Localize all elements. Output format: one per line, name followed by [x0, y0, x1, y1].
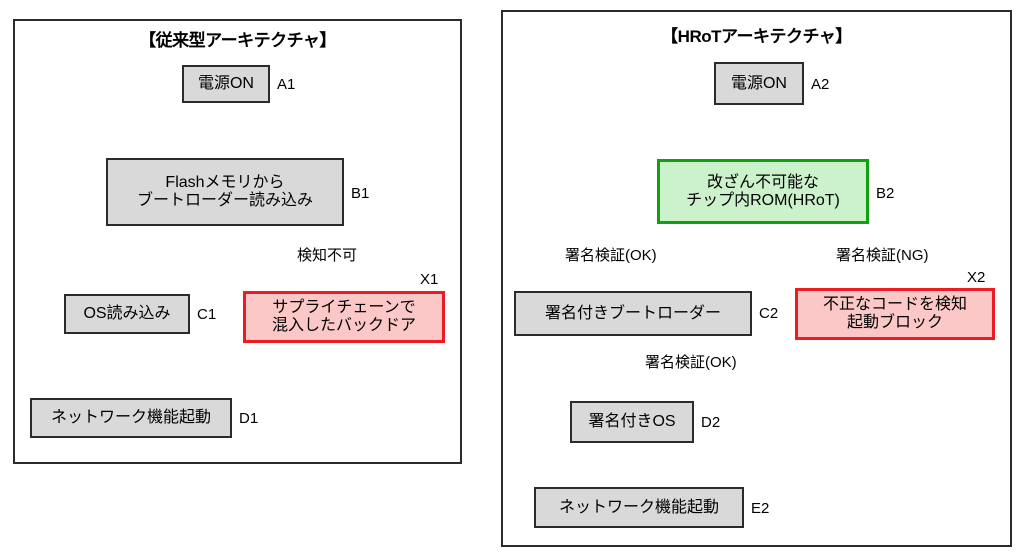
edge-label-sig-verify-ok-b2-c2: 署名検証(OK) [565, 247, 657, 264]
edge-label-sig-verify-ng: 署名検証(NG) [836, 247, 929, 264]
node-d2-signed-os[interactable]: 署名付きOS [570, 401, 694, 443]
node-tag-a1: A1 [277, 76, 296, 93]
node-tag-c2: C2 [759, 305, 779, 322]
node-b2-immutable-onchip-rom-hrot[interactable]: 改ざん不可能な チップ内ROM(HRoT) [657, 159, 869, 224]
panel-right-title: 【HRoTアーキテクチャ】 [661, 27, 852, 46]
node-tag-b2: B2 [876, 185, 895, 202]
node-e2-network-start[interactable]: ネットワーク機能起動 [534, 487, 744, 528]
node-tag-x2: X2 [967, 269, 986, 286]
node-a1-power-on[interactable]: 電源ON [182, 65, 270, 103]
node-tag-a2: A2 [811, 76, 830, 93]
node-tag-c1: C1 [197, 306, 217, 323]
node-c1-os-load[interactable]: OS読み込み [64, 294, 190, 334]
node-c2-signed-bootloader[interactable]: 署名付きブートローダー [514, 291, 752, 336]
node-d1-network-start[interactable]: ネットワーク機能起動 [30, 398, 232, 438]
node-b1-flash-bootloader-load[interactable]: Flashメモリから ブートローダー読み込み [106, 158, 344, 226]
node-tag-d1: D1 [239, 410, 259, 427]
edge-label-sig-verify-ok-c2-d2: 署名検証(OK) [645, 354, 737, 371]
node-tag-e2: E2 [751, 500, 770, 517]
node-x2-malicious-code-detected-boot-blocked[interactable]: 不正なコードを検知 起動ブロック [795, 288, 995, 340]
node-a2-power-on[interactable]: 電源ON [714, 62, 804, 105]
edge-label-undetectable: 検知不可 [297, 247, 358, 264]
node-tag-d2: D2 [701, 414, 721, 431]
node-tag-b1: B1 [351, 185, 370, 202]
node-x1-supply-chain-backdoor[interactable]: サプライチェーンで 混入したバックドア [243, 291, 445, 343]
node-tag-x1: X1 [420, 271, 439, 288]
panel-left-title: 【従来型アーキテクチャ】 [139, 31, 336, 50]
